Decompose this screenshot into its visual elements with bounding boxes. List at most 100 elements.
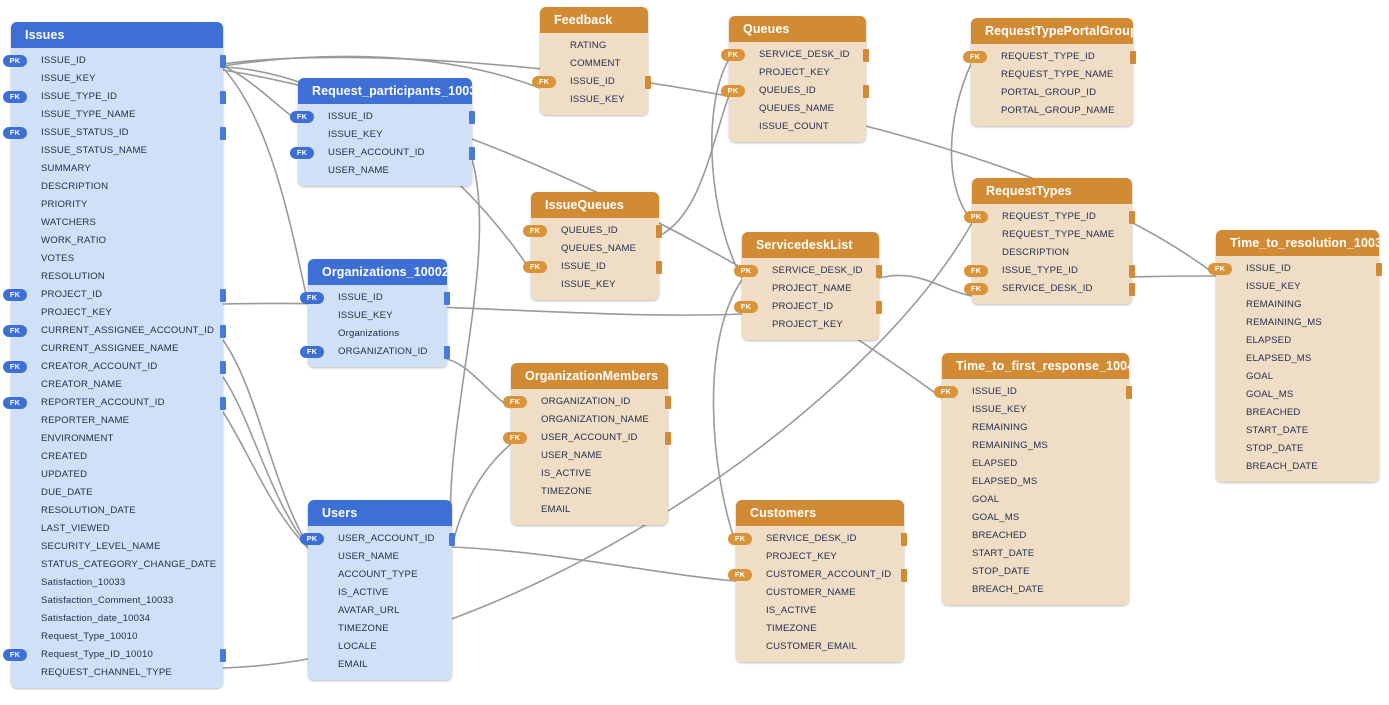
connector-port[interactable] — [1376, 263, 1382, 276]
field-row[interactable]: GOAL_MS — [942, 509, 1129, 527]
connector-port[interactable] — [665, 432, 671, 445]
connector-port[interactable] — [220, 91, 226, 104]
connector-port[interactable] — [469, 111, 475, 124]
field-row[interactable]: AVATAR_URL — [308, 602, 452, 620]
field-row[interactable]: IS_ACTIVE — [308, 584, 452, 602]
connector-port[interactable] — [656, 261, 662, 274]
connector-port[interactable] — [220, 649, 226, 662]
field-row[interactable]: PORTAL_GROUP_NAME — [971, 102, 1133, 120]
field-row[interactable]: TIMEZONE — [736, 620, 904, 638]
connector-port[interactable] — [444, 346, 450, 359]
field-row[interactable]: PROJECT_KEY — [736, 548, 904, 566]
connector-port[interactable] — [444, 292, 450, 305]
connector-port[interactable] — [901, 533, 907, 546]
field-row[interactable]: START_DATE — [942, 545, 1129, 563]
field-row[interactable]: STOP_DATE — [1216, 440, 1379, 458]
field-row[interactable]: COMMENT — [540, 55, 648, 73]
field-row[interactable]: WORK_RATIO — [11, 232, 223, 250]
field-row[interactable]: ELAPSED_MS — [942, 473, 1129, 491]
field-row[interactable]: LAST_VIEWED — [11, 520, 223, 538]
field-row[interactable]: ISSUE_COUNT — [729, 118, 866, 136]
field-row[interactable]: RESOLUTION — [11, 268, 223, 286]
field-row[interactable]: CUSTOMER_EMAIL — [736, 638, 904, 656]
field-row[interactable]: Organizations — [308, 325, 447, 343]
field-row[interactable]: USER_NAME — [511, 447, 668, 465]
field-row[interactable]: DESCRIPTION — [11, 178, 223, 196]
field-row[interactable]: GOAL_MS — [1216, 386, 1379, 404]
connector-port[interactable] — [449, 533, 455, 546]
field-row[interactable]: CREATOR_NAME — [11, 376, 223, 394]
field-row[interactable]: ORGANIZATION_NAME — [511, 411, 668, 429]
field-row[interactable]: PROJECT_KEY — [742, 316, 879, 334]
field-row[interactable]: REMAINING — [942, 419, 1129, 437]
field-row[interactable]: ACCOUNT_TYPE — [308, 566, 452, 584]
field-row[interactable]: EMAIL — [308, 656, 452, 674]
field-row[interactable]: REMAINING_MS — [1216, 314, 1379, 332]
field-row[interactable]: USER_NAME — [298, 162, 472, 180]
field-row[interactable]: Satisfaction_date_10034 — [11, 610, 223, 628]
connector-port[interactable] — [220, 325, 226, 338]
field-row[interactable]: ISSUE_STATUS_NAME — [11, 142, 223, 160]
field-row[interactable]: ISSUE_KEY — [11, 70, 223, 88]
field-row[interactable]: Satisfaction_10033 — [11, 574, 223, 592]
field-row[interactable]: QUEUES_NAME — [729, 100, 866, 118]
connector-port[interactable] — [1129, 265, 1135, 278]
field-row[interactable]: QUEUES_NAME — [531, 240, 659, 258]
field-row[interactable]: SECURITY_LEVEL_NAME — [11, 538, 223, 556]
field-row[interactable]: DESCRIPTION — [972, 244, 1132, 262]
field-row[interactable]: ENVIRONMENT — [11, 430, 223, 448]
field-row[interactable]: ISSUE_KEY — [942, 401, 1129, 419]
connector-port[interactable] — [220, 397, 226, 410]
connector-port[interactable] — [876, 265, 882, 278]
connector-port[interactable] — [645, 76, 651, 89]
connector-port[interactable] — [656, 225, 662, 238]
field-row[interactable]: BREACH_DATE — [942, 581, 1129, 599]
connector-port[interactable] — [1129, 211, 1135, 224]
connector-port[interactable] — [863, 85, 869, 98]
field-row[interactable]: ISSUE_KEY — [298, 126, 472, 144]
field-row[interactable]: ISSUE_KEY — [531, 276, 659, 294]
field-row[interactable]: USER_NAME — [308, 548, 452, 566]
field-row[interactable]: STATUS_CATEGORY_CHANGE_DATE — [11, 556, 223, 574]
field-row[interactable]: REQUEST_CHANNEL_TYPE — [11, 664, 223, 682]
field-row[interactable]: CURRENT_ASSIGNEE_NAME — [11, 340, 223, 358]
field-row[interactable]: VOTES — [11, 250, 223, 268]
field-row[interactable]: UPDATED — [11, 466, 223, 484]
field-row[interactable]: PROJECT_KEY — [11, 304, 223, 322]
connector-port[interactable] — [876, 301, 882, 314]
field-row[interactable]: RATING — [540, 37, 648, 55]
field-row[interactable]: STOP_DATE — [942, 563, 1129, 581]
field-row[interactable]: ISSUE_TYPE_NAME — [11, 106, 223, 124]
field-row[interactable]: Satisfaction_Comment_10033 — [11, 592, 223, 610]
